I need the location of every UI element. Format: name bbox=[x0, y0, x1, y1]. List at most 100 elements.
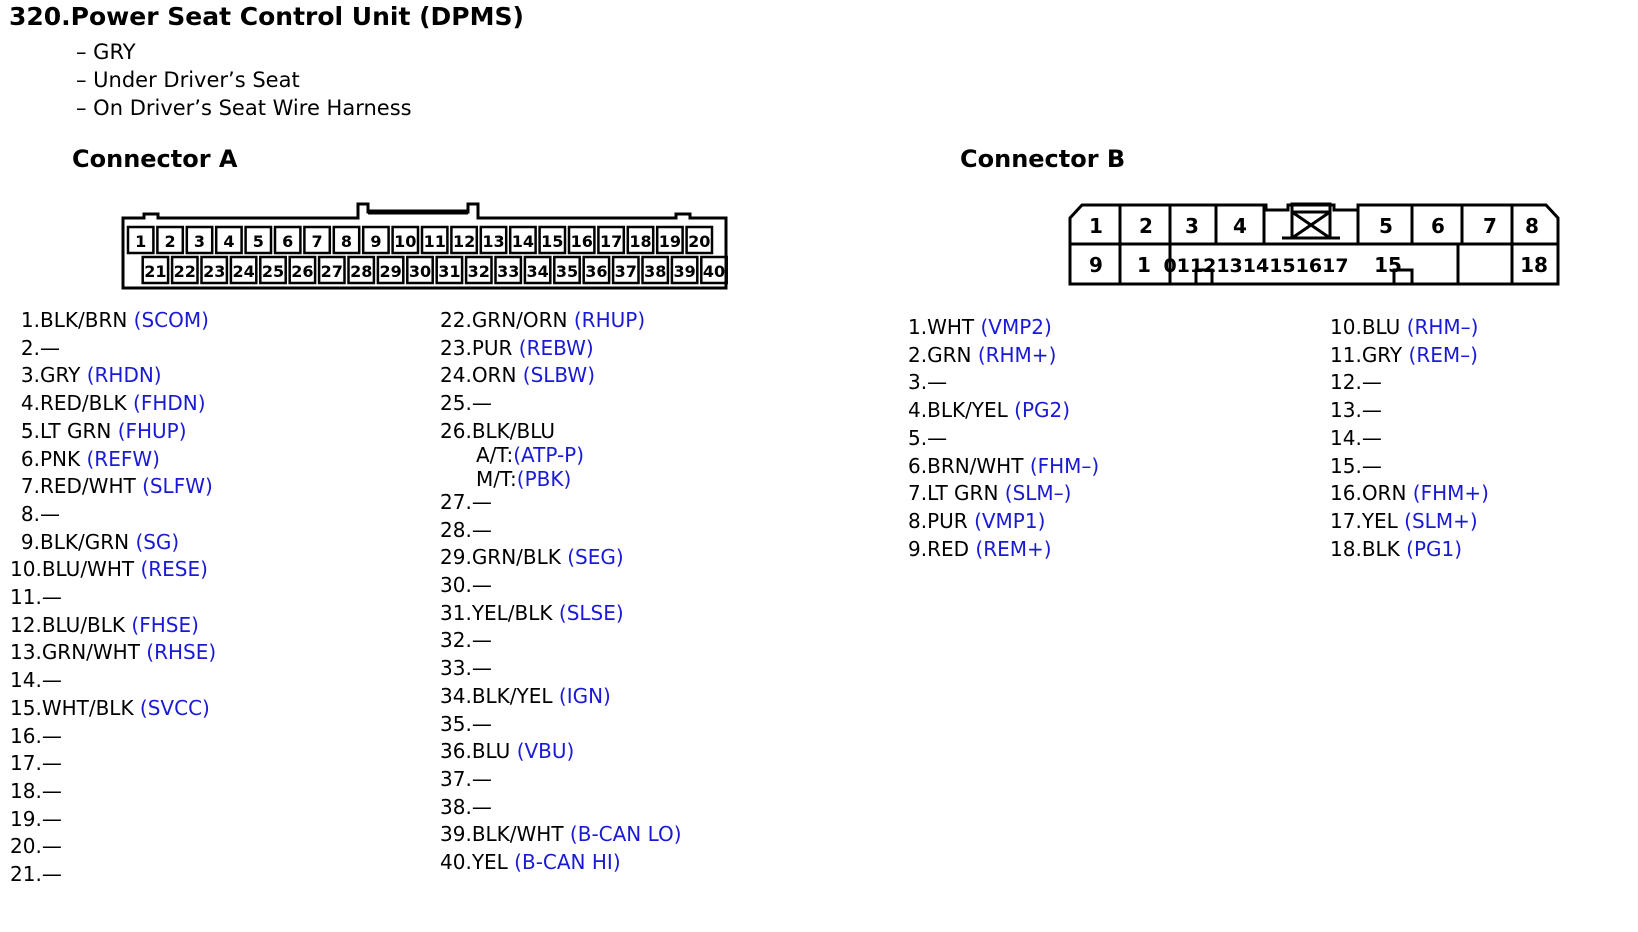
pin-entry: 23.PUR (REBW) bbox=[440, 336, 594, 360]
connector-a-pin-label: 32 bbox=[468, 262, 490, 281]
signal-name: (FHM+) bbox=[1412, 481, 1489, 506]
wire-color: — bbox=[471, 656, 492, 681]
signal-name: (VBU) bbox=[516, 739, 575, 764]
wire-color: YEL/BLK bbox=[471, 600, 553, 625]
connector-a-cavity bbox=[214, 225, 243, 255]
signal-name: (RHDN) bbox=[86, 363, 162, 388]
wire-color: — bbox=[927, 370, 948, 395]
connector-a-pin-label: 23 bbox=[203, 262, 225, 281]
pin-entry: 14.— bbox=[10, 668, 62, 692]
pin-entry: 2.GRN (RHM+) bbox=[908, 343, 1056, 367]
connector-a-pin-label: 26 bbox=[291, 262, 313, 281]
connector-a-pin-label: 6 bbox=[282, 232, 293, 251]
pin-number: 34. bbox=[440, 683, 472, 708]
connector-a-cavity bbox=[611, 255, 640, 285]
pin-entry: 19.— bbox=[10, 807, 62, 831]
wire-color: — bbox=[471, 517, 492, 542]
connector-a-pin-label: 28 bbox=[350, 262, 372, 281]
connector-a-pin-label: 2 bbox=[165, 232, 176, 251]
wire-color: WHT/BLK bbox=[41, 695, 134, 720]
pin-number: 40. bbox=[440, 850, 472, 874]
pin-number: 8. bbox=[908, 508, 928, 533]
pin-number: 16. bbox=[1330, 481, 1362, 506]
subtitle-location: – Under Driver’s Seat bbox=[76, 68, 300, 92]
wire-color: — bbox=[1361, 370, 1382, 395]
pin-number: 36. bbox=[440, 739, 472, 764]
signal-name: (SLM+) bbox=[1404, 508, 1478, 533]
connector-a-pin-label: 30 bbox=[409, 262, 431, 281]
signal-name: (PG1) bbox=[1406, 536, 1463, 561]
wire-color: — bbox=[1361, 398, 1382, 423]
connector-a-pin-label: 10 bbox=[394, 232, 416, 251]
wire-color: PNK bbox=[40, 446, 81, 471]
pin-entry: 17.— bbox=[10, 751, 62, 775]
pin-entry: 10.BLU/WHT (RESE) bbox=[10, 557, 208, 581]
pin-entry: 27.— bbox=[440, 490, 492, 514]
connector-a-pin-label: 3 bbox=[194, 232, 205, 251]
wire-color: BLK/GRN bbox=[40, 529, 130, 554]
wire-color: BLK/BRN bbox=[40, 308, 128, 332]
pin-entry: 16.— bbox=[10, 724, 62, 748]
connector-a-pin-label: 14 bbox=[512, 232, 534, 251]
pin-entry: 12.BLU/BLK (FHSE) bbox=[10, 613, 199, 637]
pin-entry: 31.YEL/BLK (SLSE) bbox=[440, 601, 624, 625]
connector-a-pin-label: 18 bbox=[629, 232, 651, 251]
pin-number: 35. bbox=[440, 711, 472, 736]
connector-a-cavity bbox=[406, 255, 434, 285]
connector-a-cavity bbox=[670, 255, 699, 285]
connector-b-cavity-label: 9 bbox=[1089, 253, 1103, 277]
connector-a-pin-label: 15 bbox=[541, 232, 563, 251]
connector-a-cavity bbox=[376, 255, 405, 285]
connector-a-cavity bbox=[523, 255, 552, 285]
pin-number: 25. bbox=[440, 391, 472, 416]
signal-name: (REM–) bbox=[1408, 342, 1478, 367]
pin-number: 9. bbox=[20, 529, 40, 554]
connector-a-pin-label: 9 bbox=[370, 232, 381, 251]
wire-color: PUR bbox=[471, 335, 513, 360]
pin-number: 30. bbox=[440, 573, 472, 597]
pin-entry: 6.BRN/WHT (FHM–) bbox=[908, 454, 1099, 478]
connector-a-cavity bbox=[200, 255, 229, 285]
pin-number: 24. bbox=[440, 363, 472, 388]
signal-name: (PG2) bbox=[1014, 398, 1071, 423]
pin-entry: 8.— bbox=[10, 502, 60, 526]
signal-name: (SVCC) bbox=[139, 695, 210, 720]
connector-a-cavity bbox=[420, 225, 449, 255]
connector-a-cavity bbox=[700, 255, 728, 285]
connector-b-cavity-label: 7 bbox=[1483, 214, 1497, 238]
pin-entry: 18.BLK (PG1) bbox=[1330, 537, 1462, 561]
wire-color: BLK/WHT bbox=[471, 822, 564, 847]
connector-a-cavity bbox=[538, 225, 567, 255]
connector-a-cavity bbox=[582, 255, 611, 285]
wire-color: BLK/BLU bbox=[471, 418, 556, 443]
pin-number: 8. bbox=[20, 501, 40, 526]
connector-b-cavity-label: 15 bbox=[1374, 253, 1402, 277]
pin-number: 3. bbox=[20, 363, 40, 388]
signal-name: (RHUP) bbox=[573, 308, 646, 332]
signal-name: (RESE) bbox=[140, 557, 208, 582]
signal-name: (FHSE) bbox=[131, 612, 199, 637]
connector-a-pin-label: 33 bbox=[497, 262, 519, 281]
connector-a-pin-label: 17 bbox=[600, 232, 622, 251]
wire-color: — bbox=[41, 834, 62, 859]
signal-name: (VMP1) bbox=[974, 508, 1046, 533]
connector-a-cavity bbox=[170, 255, 199, 285]
wire-color: — bbox=[40, 335, 60, 360]
pin-entry: 6.PNK (REFW) bbox=[10, 447, 160, 471]
pin-number: 18. bbox=[1330, 536, 1362, 561]
connector-a-pin-label: 19 bbox=[659, 232, 681, 251]
signal-name: (RHM+) bbox=[977, 342, 1057, 367]
wire-color: BLK bbox=[1361, 536, 1400, 561]
subtitle-lines: – GRY – Under Driver’s Seat – On Driver’… bbox=[76, 38, 412, 122]
connector-a-cavity bbox=[185, 225, 214, 255]
pin-entry: 32.— bbox=[440, 628, 492, 652]
signal-name: (RHSE) bbox=[146, 640, 217, 665]
wire-color: YEL bbox=[471, 850, 508, 874]
connector-a-cavity bbox=[597, 225, 626, 255]
connector-b-title: Connector B bbox=[960, 145, 1126, 173]
pin-entry: 11.GRY (REM–) bbox=[1330, 343, 1478, 367]
connector-b-notch bbox=[1392, 268, 1414, 284]
page-title: 320.Power Seat Control Unit (DPMS) bbox=[9, 2, 524, 31]
pin-entry: 24.ORN (SLBW) bbox=[440, 363, 595, 387]
pin-entry: 34.BLK/YEL (IGN) bbox=[440, 684, 611, 708]
